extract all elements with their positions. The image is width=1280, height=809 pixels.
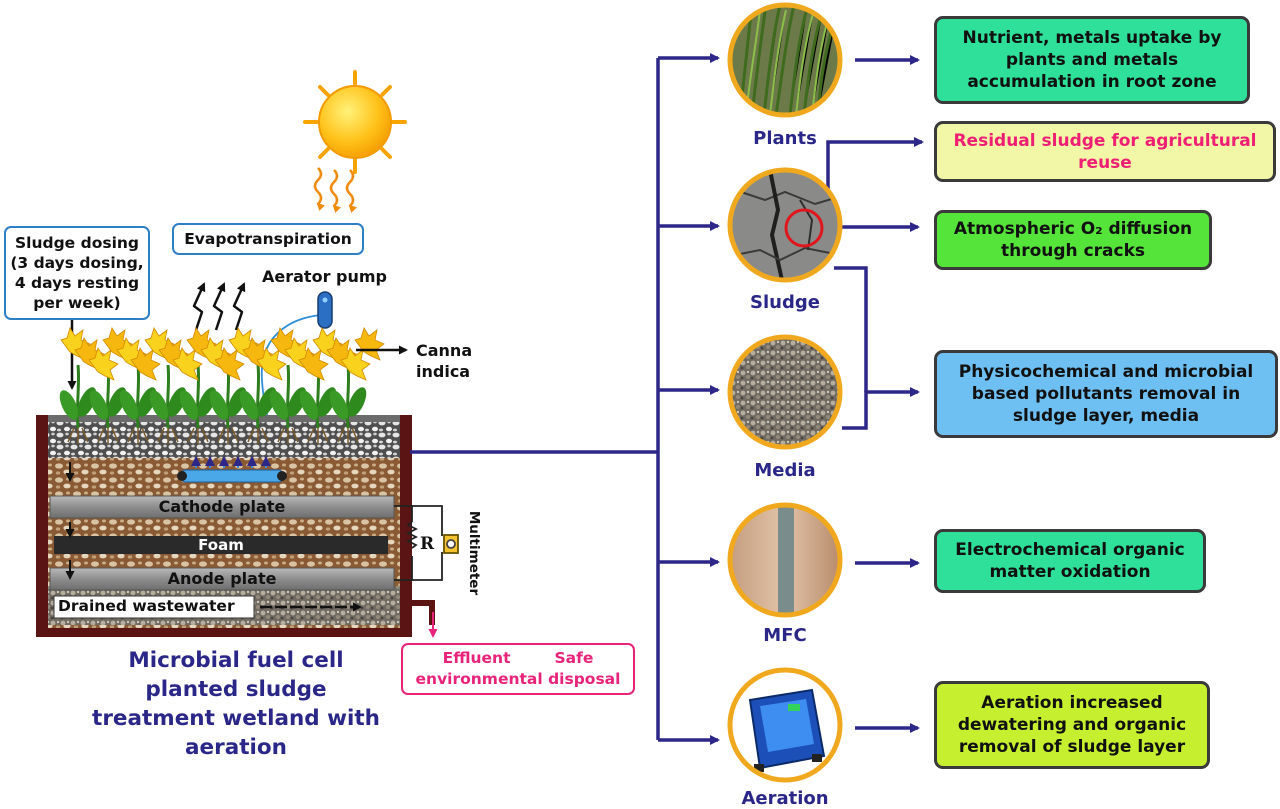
canna-plants bbox=[59, 327, 385, 444]
sludge-dosing-callout: Sludge dosing (3 days dosing, 4 days res… bbox=[4, 226, 150, 320]
sun-rays-icon bbox=[313, 167, 358, 214]
outcome-agricultural-reuse: Residual sludge for agricultural reuse bbox=[934, 121, 1276, 182]
outcome-oxygen-diffusion-text: Atmospheric O₂ diffusion through cracks bbox=[953, 219, 1193, 261]
system-title: Microbial fuel cell planted sludge treat… bbox=[92, 648, 380, 760]
drained-wastewater-label: Drained wastewater bbox=[58, 597, 235, 615]
mfc-photo bbox=[730, 505, 840, 615]
air-diffuser bbox=[177, 456, 287, 483]
effluent-text: Effluent bbox=[442, 649, 511, 667]
outcome-pollutant-removal-text: Physicochemical and microbial based poll… bbox=[958, 362, 1254, 426]
foam-label: Foam bbox=[198, 536, 244, 554]
outcome-plant-uptake-text: Nutrient, metals uptake by plants and me… bbox=[962, 28, 1222, 92]
effluent-box: Effluent Safe environmental disposal bbox=[401, 643, 635, 695]
evapotranspiration-arrows-icon bbox=[192, 282, 246, 331]
external-circuit bbox=[394, 505, 459, 581]
aeration-photo bbox=[730, 670, 840, 780]
outcome-aeration-dewatering-text: Aeration increased dewatering and organi… bbox=[957, 693, 1187, 757]
plants-label: Plants bbox=[753, 128, 817, 149]
effluent-safe-text: Safe bbox=[554, 649, 594, 667]
outcome-oxygen-diffusion: Atmospheric O₂ diffusion through cracks bbox=[934, 210, 1212, 270]
outlet-pipe bbox=[412, 600, 435, 625]
outcome-electrochemical: Electrochemical organic matter oxidation bbox=[934, 529, 1206, 593]
effluent-disposal-text: environmental disposal bbox=[415, 670, 621, 688]
outcome-pollutant-removal: Physicochemical and microbial based poll… bbox=[934, 350, 1278, 438]
aeration-label: Aeration bbox=[741, 788, 829, 809]
resistor-label: R bbox=[420, 534, 435, 554]
sludge-photo bbox=[730, 170, 840, 280]
connector-tree bbox=[410, 53, 924, 745]
foam-layer bbox=[54, 536, 388, 554]
outcome-agricultural-reuse-text: Residual sludge for agricultural reuse bbox=[953, 130, 1257, 173]
sludge-label: Sludge bbox=[750, 292, 820, 313]
evapotranspiration-text: Evapotranspiration bbox=[184, 230, 352, 248]
multimeter-label: Multimeter bbox=[466, 510, 482, 596]
anode-label: Anode plate bbox=[167, 569, 277, 588]
media-label: Media bbox=[754, 460, 816, 481]
outcome-electrochemical-text: Electrochemical organic matter oxidation bbox=[955, 540, 1185, 582]
aerator-pump-label: Aerator pump bbox=[262, 267, 387, 286]
sludge-dosing-text: Sludge dosing (3 days dosing, 4 days res… bbox=[10, 234, 144, 312]
cathode-plate bbox=[49, 495, 395, 519]
media-photo bbox=[730, 337, 840, 447]
outcome-aeration-dewatering: Aeration increased dewatering and organi… bbox=[934, 681, 1210, 769]
drained-wastewater-label-bg bbox=[53, 595, 255, 619]
sun-icon bbox=[303, 70, 407, 174]
outcome-plant-uptake: Nutrient, metals uptake by plants and me… bbox=[934, 16, 1250, 104]
mfc-label: MFC bbox=[763, 625, 807, 646]
canna-label: Canna indica bbox=[416, 341, 473, 381]
anode-plate bbox=[49, 567, 395, 591]
evapotranspiration-callout: Evapotranspiration bbox=[172, 223, 364, 255]
cathode-label: Cathode plate bbox=[158, 497, 286, 516]
